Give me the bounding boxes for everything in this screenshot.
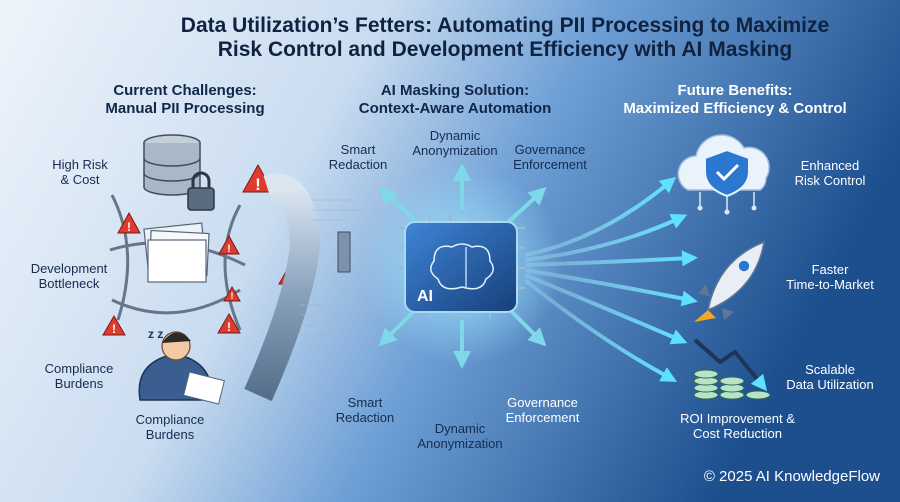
middle-header-line-2: Context-Aware Automation xyxy=(358,99,552,117)
bottom-label-line: Dynamic xyxy=(434,421,486,436)
rocket-icon xyxy=(694,240,765,322)
top-label-smart-redaction: Smart Redaction xyxy=(318,142,398,173)
svg-text:!: ! xyxy=(127,220,131,234)
stressed-person-icon: z z xyxy=(138,327,225,405)
bottom-label-governance-enforcement: Governance Enforcement xyxy=(490,395,595,426)
copyright-footer: © 2025 AI KnowledgeFlow xyxy=(703,468,880,485)
right-item-line: Cost Reduction xyxy=(693,426,782,442)
document-stack-icon xyxy=(143,222,210,283)
top-label-line: Governance xyxy=(514,142,586,157)
right-item-risk-control: Enhanced Risk Control xyxy=(775,158,885,189)
svg-text:!: ! xyxy=(227,243,231,255)
left-item-high-risk: High Risk & Cost xyxy=(25,157,135,188)
top-label-governance-enforcement: Governance Enforcement xyxy=(500,142,600,173)
title-line-2: Risk Control and Development Efficiency … xyxy=(217,38,793,62)
right-item-line: Time-to-Market xyxy=(786,277,874,293)
bottom-label-line: Redaction xyxy=(335,410,395,426)
left-header-line-1: Current Challenges: xyxy=(113,82,257,99)
top-label-line: Redaction xyxy=(328,157,388,173)
chains xyxy=(109,194,246,331)
top-label-line: Smart xyxy=(340,142,376,157)
svg-text:!: ! xyxy=(227,320,231,334)
right-header-line-2: Maximized Efficiency & Control xyxy=(623,99,847,117)
left-item-compliance-1: Compliance Burdens xyxy=(24,361,134,392)
cloud-shield-icon xyxy=(677,134,770,215)
top-label-dynamic-anonymization: Dynamic Anonymization xyxy=(400,128,510,159)
right-header-line-1: Future Benefits: xyxy=(677,82,793,99)
right-item-line: Scalable xyxy=(805,362,855,377)
right-item-line: Data Utilization xyxy=(786,377,874,393)
left-item-line: Burdens xyxy=(54,376,104,392)
left-item-dev-bottleneck: Development Bottleneck xyxy=(14,261,124,292)
title-line-1: Data Utilization’s Fetters: Automating P… xyxy=(180,14,830,37)
padlock-icon xyxy=(187,171,215,211)
top-label-line: Enforcement xyxy=(513,157,587,173)
bottom-label-line: Anonymization xyxy=(417,436,503,452)
right-section-header: Future Benefits: Maximized Efficiency & … xyxy=(605,82,865,117)
left-item-line: Burdens xyxy=(145,427,195,443)
right-item-line: Faster xyxy=(811,262,849,277)
right-item-line: Enhanced xyxy=(800,158,860,173)
data-pipe xyxy=(244,173,351,402)
ai-chip-icon xyxy=(400,215,525,318)
database-icon xyxy=(143,134,201,196)
left-item-line: Compliance xyxy=(135,412,205,427)
bottom-label-smart-redaction: Smart Redaction xyxy=(325,395,405,426)
middle-section-header: AI Masking Solution: Context-Aware Autom… xyxy=(345,82,565,117)
bottom-label-dynamic-anonymization: Dynamic Anonymization xyxy=(405,421,515,452)
left-section-header: Current Challenges: Manual PII Processin… xyxy=(85,82,285,117)
right-item-data-utilization: Scalable Data Utilization xyxy=(770,362,890,393)
top-label-line: Anonymization xyxy=(412,143,498,159)
svg-text:!: ! xyxy=(112,322,116,336)
left-item-line: High Risk xyxy=(52,157,108,172)
ai-chip-label: AI xyxy=(417,288,433,305)
left-item-compliance-2: Compliance Burdens xyxy=(115,412,225,443)
left-item-line: & Cost xyxy=(60,172,100,188)
left-item-line: Development xyxy=(30,261,108,276)
svg-text:!: ! xyxy=(255,175,261,194)
bottom-label-line: Governance xyxy=(507,395,578,410)
svg-text:z z: z z xyxy=(148,327,163,341)
page-title: Data Utilization’s Fetters: Automating P… xyxy=(160,14,850,62)
svg-text:!: ! xyxy=(231,291,234,301)
right-item-line: Risk Control xyxy=(794,173,866,189)
left-header-line-2: Manual PII Processing xyxy=(105,99,265,117)
left-item-line: Bottleneck xyxy=(38,276,100,292)
bottom-label-line: Enforcement xyxy=(505,410,580,426)
right-item-roi: ROI Improvement & Cost Reduction xyxy=(665,411,810,442)
bottom-label-line: Smart xyxy=(347,395,383,410)
top-label-line: Dynamic xyxy=(429,128,481,143)
declining-cost-chart-icon xyxy=(693,338,771,400)
right-item-line: ROI Improvement & xyxy=(680,411,795,426)
middle-header-line-1: AI Masking Solution: xyxy=(380,82,530,99)
code-lines xyxy=(300,199,367,346)
right-item-time-to-market: Faster Time-to-Market xyxy=(770,262,890,293)
left-item-line: Compliance xyxy=(44,361,114,376)
flow-arrows xyxy=(523,176,698,382)
